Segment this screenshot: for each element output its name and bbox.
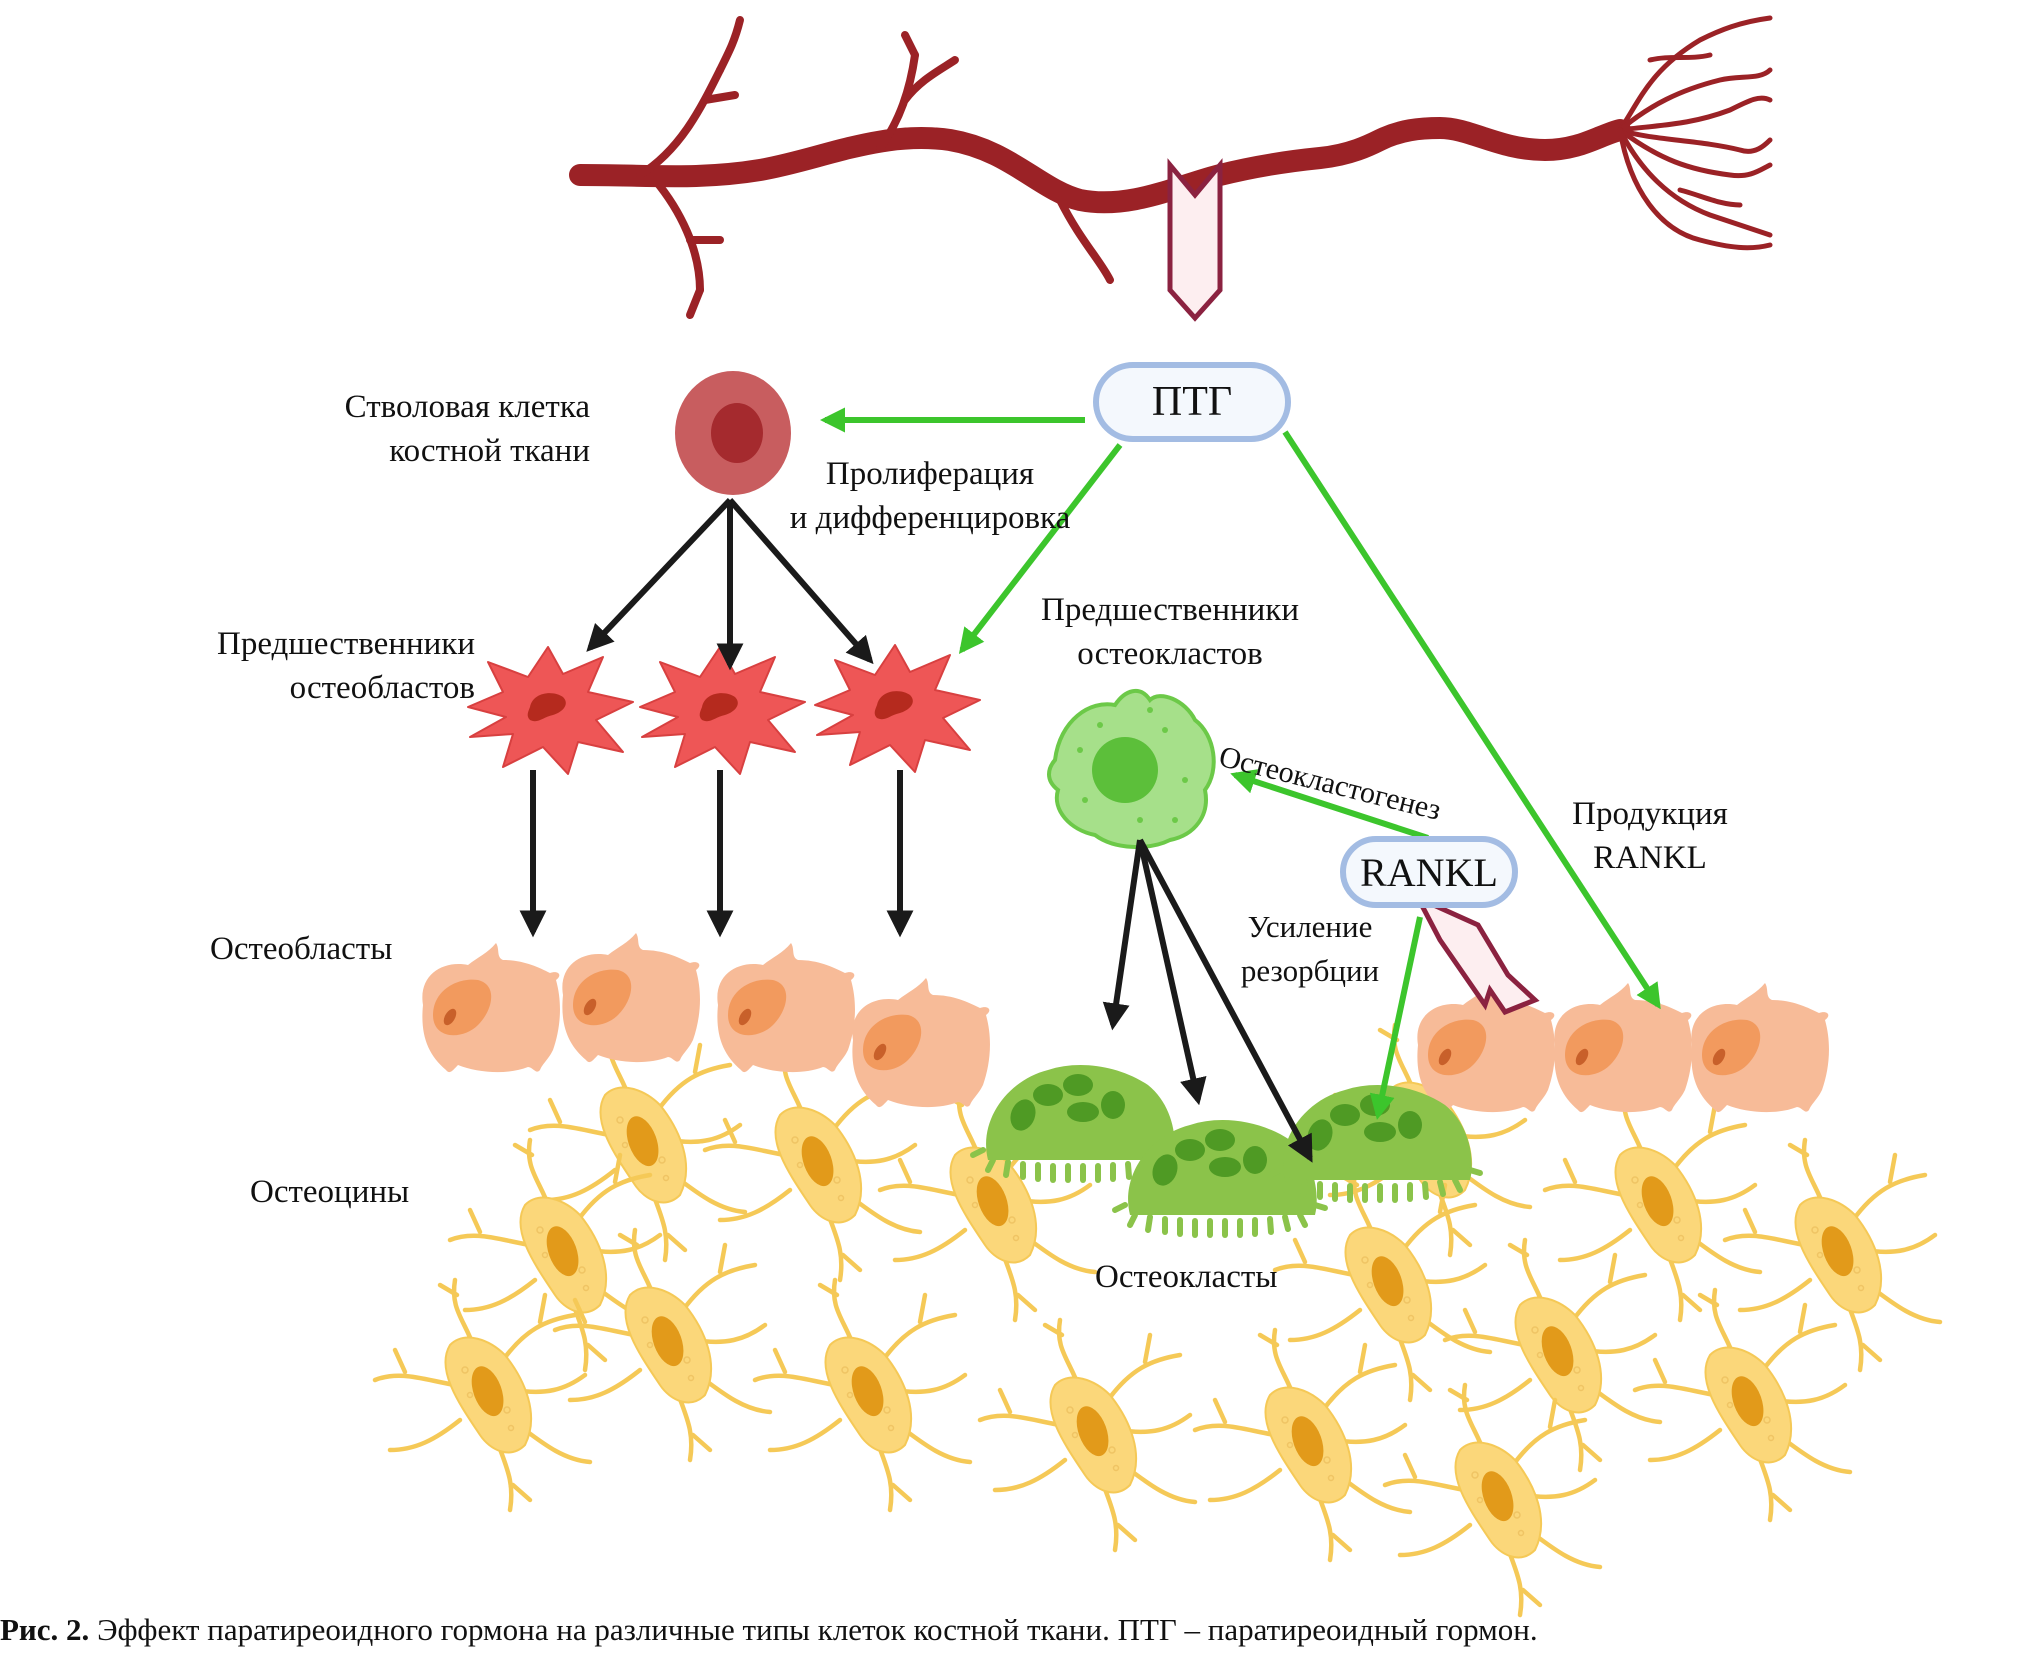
arrow-ocp-to-osteoclast-2 [1137,839,1207,1106]
osteoblast-precursors-label: Предшественники остеобластов [110,622,475,710]
osteoblast-precursor-cell [467,646,634,775]
rankl-production-label-line2: RANKL [1593,840,1707,876]
pth-node: ПТГ [1093,362,1291,442]
pth-node-label: ПТГ [1151,379,1233,425]
rankl-production-label-line1: Продукция [1572,796,1728,832]
osteoclast-precursor-cell [1047,689,1216,849]
osteoblast-precursors-layer [467,644,981,775]
osteoblast-cell [1691,983,1829,1113]
proliferation-label-line2: и дифференцировка [789,500,1071,536]
resorption-label-line1: Усиление [1247,909,1373,944]
osteocytes-label: Остеоцины [250,1170,409,1214]
stimulation-arrows [819,407,1661,1120]
rankl-node: RANKL [1340,836,1518,908]
resorption-label: Усиление резорбции [1215,905,1405,993]
osteoblast-cell [717,943,855,1073]
osteoblast-precursors-label-line1: Предшественники [217,626,475,662]
osteoblast-cell [562,933,700,1063]
osteocyte-cell [1635,1290,1850,1520]
osteoblast-precursor-cell [639,646,806,775]
arrow-ocp-to-osteoclast-3 [1137,838,1313,1163]
osteoclast-precursors-label-line1: Предшественники [1041,592,1299,628]
osteocyte-cell [980,1320,1195,1550]
osteocyte-cell [1195,1330,1410,1560]
osteoclasts-label-text: Остеокласты [1095,1259,1278,1295]
osteoblast-cell [852,978,990,1108]
arrow-pth-to-precursor [958,443,1123,654]
proliferation-label: Пролиферация и дифференцировка [770,452,1090,540]
stem-cell-label-line1: Стволовая клетка [344,389,590,425]
arrow-stem-to-precursor-1 [586,497,733,652]
rankl-production-label: Продукция RANKL [1550,792,1750,880]
osteoblast-cell [1554,983,1692,1113]
osteocyte-cell [1725,1140,1940,1370]
osteocyte-cell [375,1280,590,1510]
figure-caption: Рис. 2. Эффект паратиреоидного гормона н… [0,1612,1538,1648]
osteoblast-precursors-label-line2: остеобластов [289,670,475,706]
figure-caption-text: Эффект паратиреоидного гормона на различ… [89,1612,1538,1647]
arrow-rankl-to-ocp [1230,769,1429,841]
osteocyte-cell [1385,1385,1600,1615]
arrow-ocp-to-osteoclast-1 [1102,839,1143,1031]
arrow-stem-to-precursor-3 [727,498,874,665]
arrow-rankl-to-osteoclast [1369,916,1423,1120]
secretion-arrow-icon [1167,158,1223,322]
rankl-node-label: RANKL [1360,849,1498,895]
osteoclasts-label: Остеокласты [1095,1255,1277,1299]
osteoblasts-label: Остеобласты [210,927,392,971]
osteoclast-precursors-label-line2: остеокластов [1077,636,1263,672]
osteoblast-cell [422,943,560,1073]
proliferation-label-line1: Пролиферация [825,456,1035,492]
stem-cell [675,371,791,495]
osteoclasts-layer [973,1065,1480,1235]
figure-caption-label: Рис. 2. [0,1612,90,1647]
osteoclast-precursors-label: Предшественники остеокластов [1020,588,1320,676]
stem-cell-label-line2: костной ткани [389,433,590,469]
arrow-pth-to-osteoblast [1282,430,1661,1010]
stem-cell-label: Стволовая клетка костной ткани [240,385,590,473]
differentiation-arrows [519,497,1313,1163]
osteocytes-label-text: Остеоцины [250,1174,410,1210]
resorption-label-line2: резорбции [1240,953,1380,988]
rankl-signal-arrow-icon [1412,892,1540,1016]
osteocyte-cell [1545,1090,1760,1320]
blood-vessel-icon [569,15,1773,319]
osteocyte-cell [755,1280,970,1510]
osteoblasts-label-text: Остеобласты [210,931,393,967]
osteoblast-precursor-cell [814,644,981,773]
